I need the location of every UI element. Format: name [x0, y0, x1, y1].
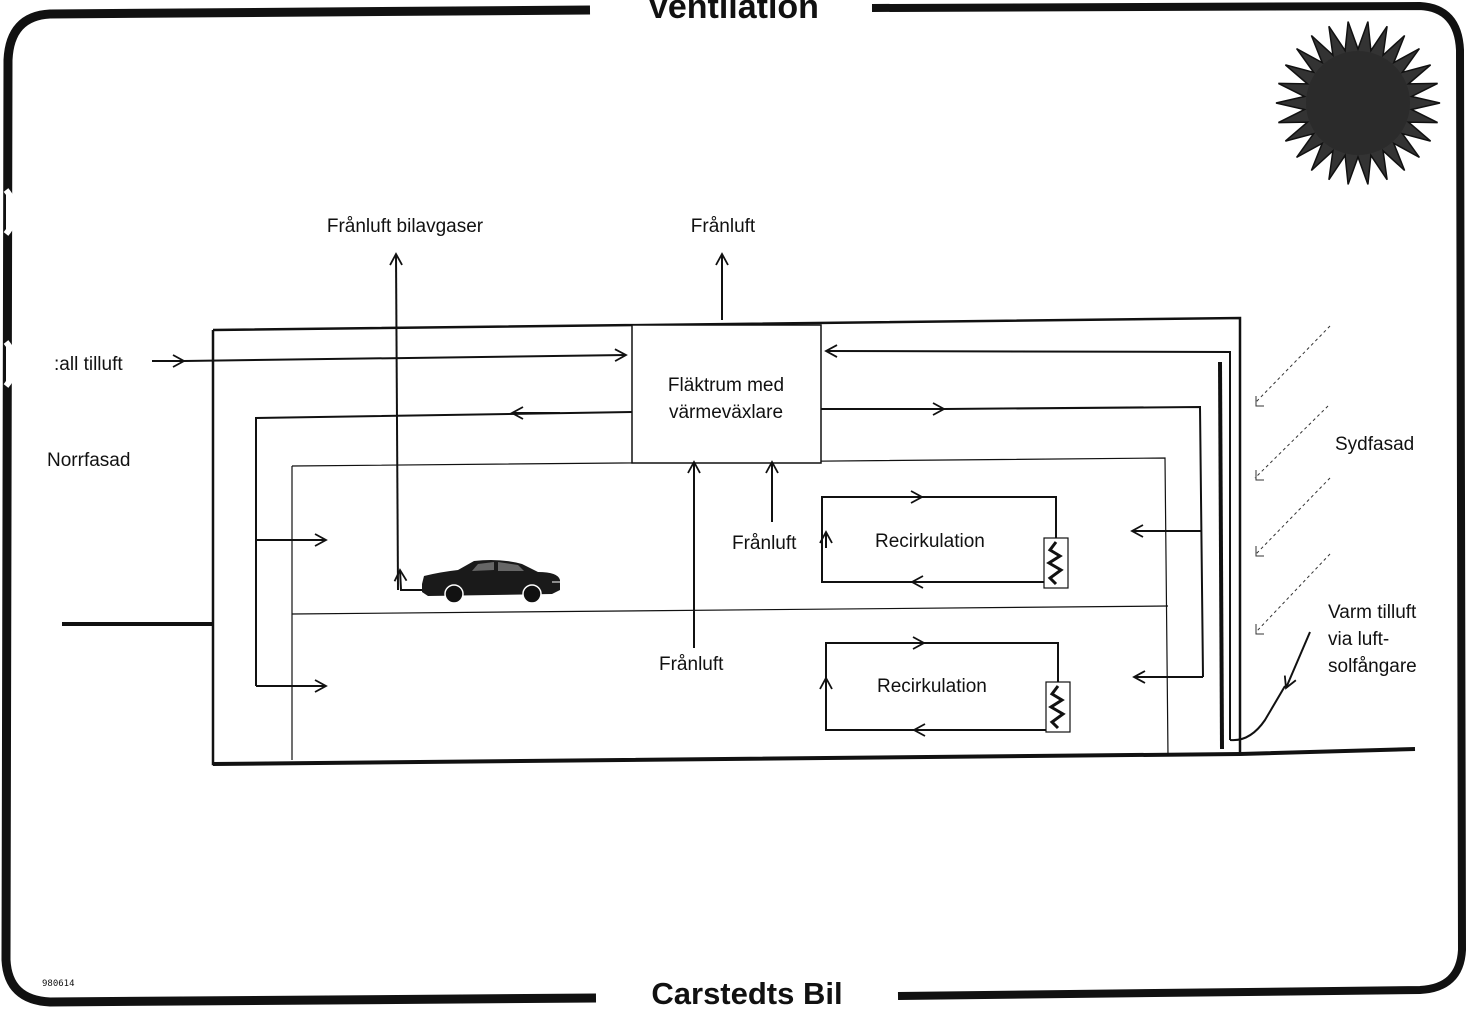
building-outline	[62, 316, 1416, 766]
label-exhaust-lower: Frånluft	[659, 654, 724, 675]
heater-icon	[1045, 681, 1071, 733]
south-supply-duct	[943, 405, 1204, 678]
label-warm-supply-line1: Varm tilluft	[1328, 602, 1417, 623]
heater-icon	[1043, 537, 1069, 589]
label-south-facade: Sydfasad	[1335, 434, 1414, 455]
label-recirculation-upper: Recirkulation	[875, 531, 985, 552]
fan-room-label-line2: värmeväxlare	[669, 402, 783, 423]
label-warm-supply-line2: via luft-	[1328, 629, 1389, 650]
label-cold-supply: :all tilluft	[54, 354, 123, 375]
car-icon	[422, 560, 560, 604]
label-exhaust-top: Frånluft	[691, 216, 756, 237]
fan-room-box: Fläktrum med värmeväxlare	[631, 324, 822, 464]
airflow-lines	[152, 252, 1311, 742]
label-exhaust-car-fumes: Frånluft bilavgaser	[327, 216, 484, 237]
solar-collector-u	[1229, 685, 1286, 742]
fan-room-label-line1: Fläktrum med	[668, 375, 784, 396]
label-warm-supply-line3: solfångare	[1328, 656, 1417, 677]
cold-supply-duct	[183, 348, 628, 362]
warm-supply-arrow	[1283, 631, 1311, 690]
recirc-lower-loop	[825, 642, 1059, 731]
solar-return-duct	[824, 344, 1231, 740]
recirc-upper-loop	[821, 496, 1057, 583]
north-supply-duct	[255, 411, 633, 686]
sun-icon	[1275, 21, 1441, 185]
diagram-title: Ventilation	[647, 0, 819, 26]
footer-brand: Carstedts Bil	[651, 976, 842, 1010]
car-exhaust-pickup	[393, 568, 428, 591]
label-north-facade: Norrfasad	[47, 450, 130, 471]
sun-rays	[1254, 325, 1331, 635]
label-recirculation-lower: Recirkulation	[877, 676, 987, 697]
car-exhaust-arrow	[389, 252, 403, 591]
document-code: 980614	[42, 979, 75, 989]
label-exhaust-mid: Frånluft	[732, 533, 797, 554]
